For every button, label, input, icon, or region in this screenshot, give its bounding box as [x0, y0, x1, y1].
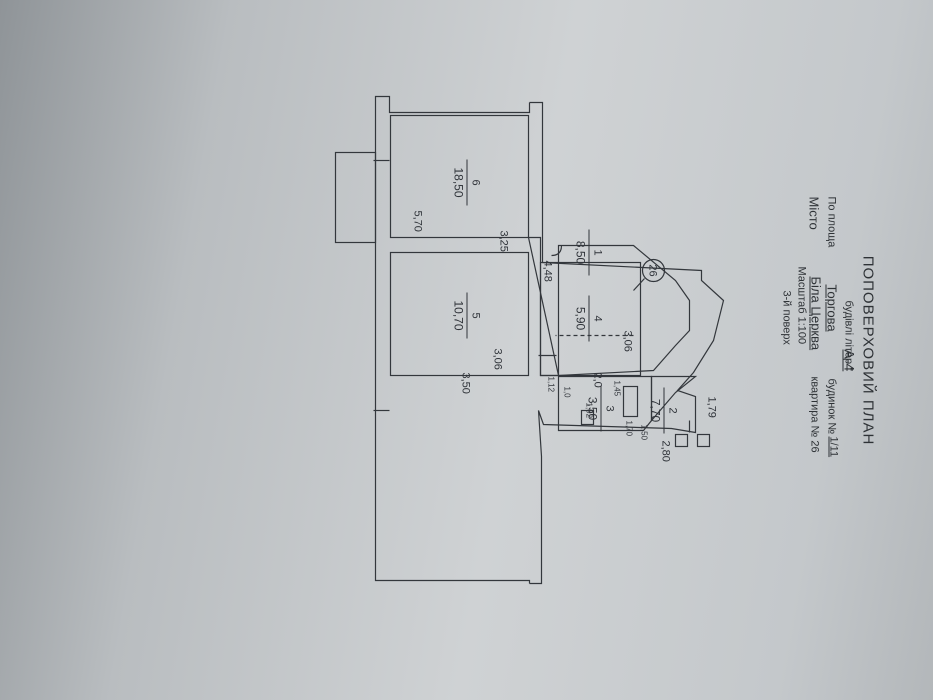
dim-room6-length: 5,70: [411, 210, 423, 232]
dim-room4-length: 2,0: [591, 372, 603, 388]
wall-bottom: [374, 95, 530, 583]
dim-room4-width: 3,06: [621, 330, 633, 352]
dim-room6-width: 3,25: [497, 230, 509, 252]
room-6-number: 6: [469, 178, 481, 186]
room-6-area: 18,50: [451, 159, 467, 205]
room-5-number: 5: [469, 311, 481, 319]
room-4-number: 4: [591, 314, 603, 322]
room-1-outline: [527, 236, 690, 376]
bathtub: [622, 385, 638, 417]
dim-room5-width: 3,06: [491, 348, 503, 370]
dim-bath-c: 1,45: [612, 380, 621, 396]
dim-room1-length: 4,48: [541, 260, 553, 282]
room-2-number: 2: [666, 406, 678, 414]
balcony: [334, 151, 376, 243]
dim-room2-side: 1,50: [639, 424, 648, 440]
dim-bath-e: 1,70: [624, 420, 633, 436]
dim-bath-d: 1,92: [584, 402, 593, 418]
room-5-outline: [389, 251, 529, 376]
stove: [674, 433, 688, 447]
room-4-area: 5,90: [573, 295, 589, 341]
apartment-marker-text: 26: [646, 264, 658, 276]
apartment-marker-leader: [632, 277, 645, 291]
room-6-outline: [389, 114, 529, 238]
sink: [580, 409, 594, 425]
room-1-number: 1: [591, 248, 603, 256]
dim-room2-length: 2,80: [659, 440, 671, 462]
door-mark-1: [550, 244, 562, 256]
apartment-marker-circle: [641, 258, 665, 282]
room-2-area: 7,70: [648, 387, 664, 433]
room-5-area: 10,70: [451, 292, 467, 338]
dim-bath-b: 1,0: [562, 386, 571, 398]
dim-room2-width: 1,79: [705, 396, 717, 418]
kitchen-sink: [696, 433, 710, 447]
dim-bath-a: 1,12: [546, 376, 555, 392]
dim-room5-length: 3,50: [459, 372, 471, 394]
room-1-area: 8,50: [573, 229, 589, 275]
